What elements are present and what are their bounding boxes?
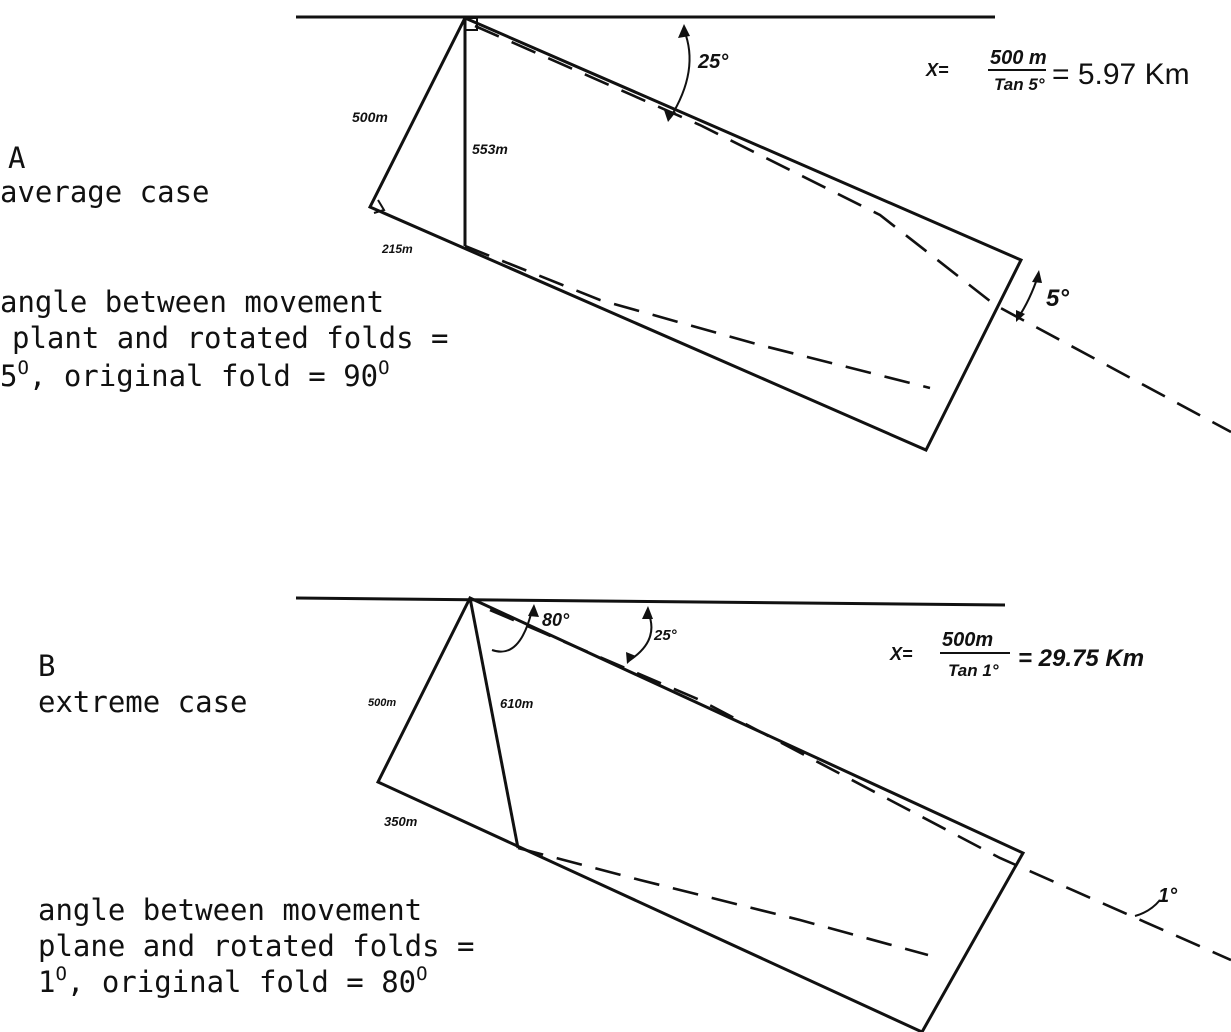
angle-arc-25-a xyxy=(669,29,691,119)
panel-a-dim-base: 215m xyxy=(381,242,413,256)
panel-b-dim-hyp: 500m xyxy=(368,697,396,709)
panel-b-desc-line2: plane and rotated folds = xyxy=(38,929,475,963)
rotated-block-b xyxy=(375,596,1026,1032)
panel-b-sup2: O xyxy=(416,963,427,985)
dashed-lower-a xyxy=(464,244,931,390)
panel-a-sup1: O xyxy=(17,357,28,379)
arrow-head-25-b-bottom xyxy=(626,652,636,664)
panel-a-desc-line1: angle between movement xyxy=(0,285,384,319)
panel-b-letter: B xyxy=(38,649,55,683)
slant-line-b xyxy=(468,597,520,849)
rotated-block-a xyxy=(367,16,1024,452)
panel-a-angle-top: 25° xyxy=(697,51,729,73)
panel-a-val: 5 xyxy=(0,359,17,393)
panel-a: A average case angle between movement pl… xyxy=(0,15,1231,452)
surface-line-b xyxy=(295,596,1006,607)
arrow-head-25-b-top xyxy=(642,606,653,619)
panel-b-sup1: O xyxy=(55,963,66,985)
formula-a: X= 500 m Tan 5° = 5.97 Km xyxy=(925,47,1190,94)
panel-b-desc-line3: 1O, original fold = 80O xyxy=(38,963,428,999)
panel-b-val: 1 xyxy=(38,965,55,999)
formula-b-den: Tan 1° xyxy=(948,661,999,680)
formula-b-result: = 29.75 Km xyxy=(1018,645,1144,672)
arrow-head-top-a xyxy=(678,24,690,38)
dashed-upper-b xyxy=(489,608,1231,962)
panel-b-case-label: extreme case xyxy=(38,685,248,719)
panel-a-desc-line3: 5O, original fold = 90O xyxy=(0,357,390,393)
panel-b-angle-1: 1° xyxy=(1158,885,1178,907)
panel-b-angle-80: 80° xyxy=(542,610,570,630)
formula-a-den: Tan 5° xyxy=(994,75,1045,94)
formula-a-num: 500 m xyxy=(990,47,1047,69)
arrow-head-80 xyxy=(528,604,539,617)
right-angle-marker-a xyxy=(373,199,386,214)
panel-b-desc-line1: angle between movement xyxy=(38,893,422,927)
panel-b-dim-vert: 610m xyxy=(500,696,534,711)
arrow-head-5-top xyxy=(1032,270,1042,283)
panel-a-dim-hyp: 500m xyxy=(352,109,388,125)
formula-a-x: X= xyxy=(925,60,949,80)
formula-b-num: 500m xyxy=(942,629,993,651)
formula-b-x: X= xyxy=(889,644,913,664)
angle-arc-80-b xyxy=(491,609,533,653)
arrow-head-5-bottom xyxy=(1016,310,1025,322)
panel-a-mid: , original fold = 90 xyxy=(29,359,378,393)
formula-b: X= 500m Tan 1° = 29.75 Km xyxy=(889,629,1144,680)
arrow-head-bottom-a xyxy=(664,110,676,122)
panel-a-case-label: average case xyxy=(0,175,210,209)
panel-a-letter: A xyxy=(8,141,25,175)
dashed-lower-b xyxy=(517,846,929,957)
angle-arc-25-b xyxy=(629,611,653,661)
panel-b-angle-25: 25° xyxy=(653,627,678,644)
dashed-upper-a xyxy=(474,24,1231,434)
panel-a-sup2: O xyxy=(378,357,389,379)
panel-a-angle-right: 5° xyxy=(1046,285,1069,312)
panel-b-mid: , original fold = 80 xyxy=(67,965,416,999)
panel-b: B extreme case angle between movement pl… xyxy=(38,596,1231,1032)
formula-a-result: = 5.97 Km xyxy=(1052,58,1190,91)
panel-a-desc-line2: plant and rotated folds = xyxy=(12,321,449,355)
angle-arc-1-b xyxy=(1134,899,1161,917)
panel-b-dim-base: 350m xyxy=(384,814,418,829)
panel-a-dim-vert: 553m xyxy=(472,141,508,157)
